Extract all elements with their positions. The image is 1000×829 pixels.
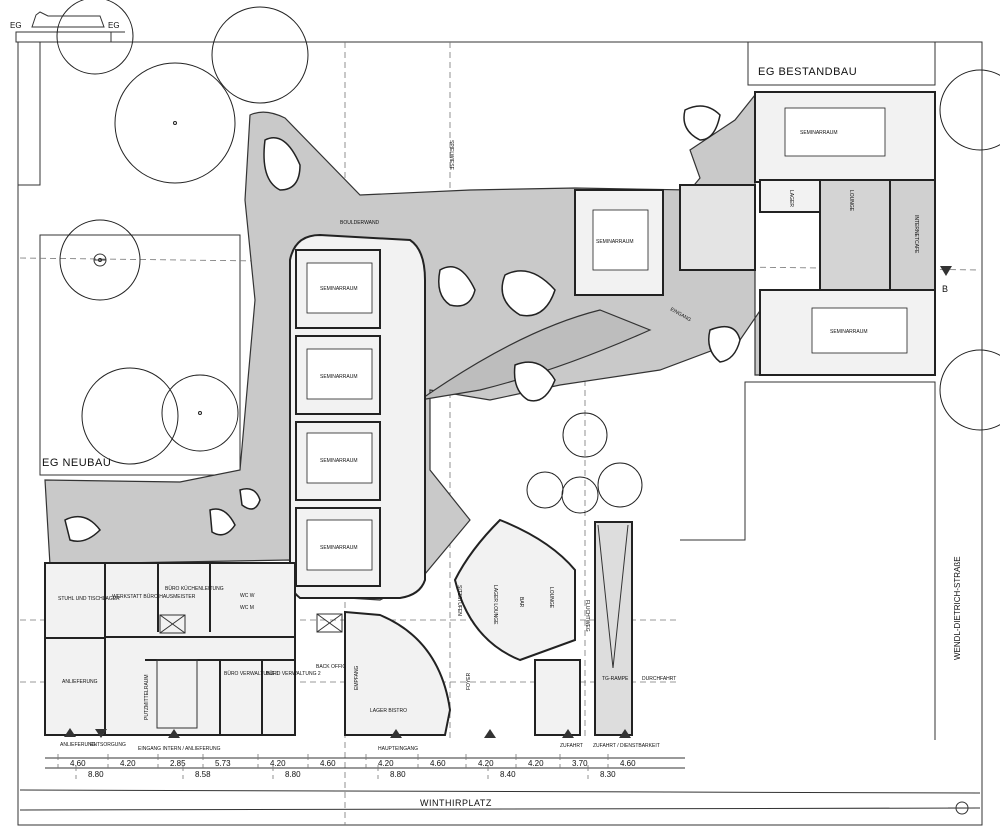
level-indicator-icon: EG EG — [10, 11, 125, 43]
dimension-label: 4.60 — [430, 759, 446, 768]
svg-text:SEMINARRAUM: SEMINARRAUM — [320, 458, 358, 464]
svg-text:FOYER: FOYER — [466, 672, 472, 690]
dimension-chain: 4.60 4.20 2.85 5.73 4.20 4.60 4.20 4.60 4.20 4.20… — [45, 754, 685, 779]
seminar-room-1: SEMINARRAUM — [295, 249, 381, 329]
dimension-label: 8.58 — [195, 770, 211, 779]
street-label-right: WENDL-DIETRICH-STRAßE — [953, 556, 962, 660]
dimension-label: 4.20 — [120, 759, 136, 768]
dimension-label: 8.80 — [88, 770, 104, 779]
svg-text:INTERNETCAFE: INTERNETCAFE — [913, 215, 919, 254]
svg-text:B: B — [942, 284, 948, 294]
north-arrow-icon — [93, 253, 107, 267]
svg-text:LOUNGE: LOUNGE — [848, 190, 854, 212]
svg-text:BÜRO VERWALTUNG 1: BÜRO VERWALTUNG 1 — [224, 670, 279, 677]
seminar-room-5: SEMINARRAUM — [800, 130, 838, 136]
svg-text:LAGER LOUNGE: LAGER LOUNGE — [492, 585, 498, 625]
planters — [64, 105, 741, 542]
svg-text:BÜRO VERWALTUNG 2: BÜRO VERWALTUNG 2 — [266, 670, 321, 677]
svg-text:ENTSORGUNG: ENTSORGUNG — [90, 742, 126, 748]
seminar-room-7: SEMINARRAUM — [830, 329, 868, 335]
svg-text:HAUPTEINGANG: HAUPTEINGANG — [378, 746, 418, 752]
svg-text:BAR: BAR — [518, 597, 524, 608]
trees — [56, 0, 1000, 514]
svg-text:STUHL UND TISCHLAGER: STUHL UND TISCHLAGER — [58, 596, 120, 602]
dimension-label: 4.20 — [378, 759, 394, 768]
bestandbau-building: SEMINARRAUM SEMINARRAUM SEMINARRAUM LAGE… — [574, 91, 936, 376]
svg-text:ANLIEFERUNG: ANLIEFERUNG — [60, 742, 96, 748]
svg-text:PUTZMITTELRAUM: PUTZMITTELRAUM — [144, 674, 150, 720]
street-label-bottom: WINTHIRPLATZ — [420, 798, 492, 808]
neighbour-buildings — [18, 42, 981, 811]
svg-text:SITZSTUFEN: SITZSTUFEN — [456, 585, 462, 616]
svg-text:LAGER: LAGER — [788, 190, 794, 207]
seminar-room-3: SEMINARRAUM — [295, 421, 381, 501]
svg-text:BÜRO KÜCHENLEITUNG: BÜRO KÜCHENLEITUNG — [165, 585, 224, 592]
dimension-label: 8.80 — [285, 770, 301, 779]
dimension-label: 3.70 — [572, 759, 588, 768]
seminar-room-4: SEMINARRAUM — [295, 507, 381, 587]
dimension-label: 8.40 — [500, 770, 516, 779]
svg-text:FLUCHTWEG: FLUCHTWEG — [584, 600, 590, 632]
svg-text:ZUFAHRT: ZUFAHRT — [560, 743, 583, 749]
level-label-right: EG — [108, 21, 120, 30]
dimension-label: 4.60 — [620, 759, 636, 768]
section-marker: B — [940, 266, 952, 294]
service-block: STUHL UND TISCHLAGER WERKSTATT BÜRO HAUS… — [44, 562, 374, 736]
svg-text:DURCHFAHRT: DURCHFAHRT — [642, 676, 676, 682]
dimension-label: 2.85 — [170, 759, 186, 768]
dimension-label: 4.20 — [528, 759, 544, 768]
seminar-rooms: SEMINARRAUM SEMINARRAUM SEMINARRAUM SEMI… — [295, 249, 381, 587]
neubau-label: EG NEUBAU — [42, 457, 111, 469]
drawing-frame — [17, 41, 983, 826]
svg-text:WC M: WC M — [240, 605, 254, 611]
svg-text:SEMINARRAUM: SEMINARRAUM — [320, 545, 358, 551]
svg-text:ZUFAHRT / DIENSTBARKEIT: ZUFAHRT / DIENSTBARKEIT — [593, 743, 660, 749]
svg-text:LAGER BISTRO: LAGER BISTRO — [370, 708, 407, 714]
dimension-label: 4.20 — [478, 759, 494, 768]
svg-text:EINGANG INTERN / ANLIEFERUNG: EINGANG INTERN / ANLIEFERUNG — [138, 746, 221, 752]
dimension-label: 8.30 — [600, 770, 616, 779]
dimension-label: 5.73 — [215, 759, 231, 768]
dimension-label: 4.60 — [70, 759, 86, 768]
svg-text:ANLIEFERUNG: ANLIEFERUNG — [62, 679, 98, 685]
dimension-label: 4.20 — [270, 759, 286, 768]
access-markers: ANLIEFERUNG ENTSORGUNG EINGANG INTERN / … — [60, 728, 660, 752]
dimension-label: 8.80 — [390, 770, 406, 779]
boulderwand-label: BOULDERWAND — [340, 220, 380, 226]
svg-text:SEMINARRAUM: SEMINARRAUM — [320, 374, 358, 380]
north-arrow-icon — [948, 801, 970, 815]
foyer-area: EMPFANG LAGER BISTRO FOYER SITZSTUFEN LA… — [344, 518, 676, 736]
svg-text:WC W: WC W — [240, 593, 255, 599]
svg-text:WERKSTATT BÜRO HAUSMEISTER: WERKSTATT BÜRO HAUSMEISTER — [112, 593, 196, 600]
seminar-room-2: SEMINARRAUM — [295, 335, 381, 415]
seminar-room-6: SEMINARRAUM — [596, 239, 634, 245]
svg-text:TG-RAMPE: TG-RAMPE — [602, 676, 629, 682]
svg-text:LOUNGE: LOUNGE — [548, 587, 554, 609]
dimension-label: 4.60 — [320, 759, 336, 768]
level-label-left: EG — [10, 21, 22, 30]
bestandbau-label: EG BESTANDBAU — [758, 66, 857, 78]
svg-text:EMPFANG: EMPFANG — [354, 665, 360, 690]
svg-text:SEMINARRAUM: SEMINARRAUM — [320, 286, 358, 292]
spielwiese-label: SPIELWIESE — [448, 140, 454, 171]
